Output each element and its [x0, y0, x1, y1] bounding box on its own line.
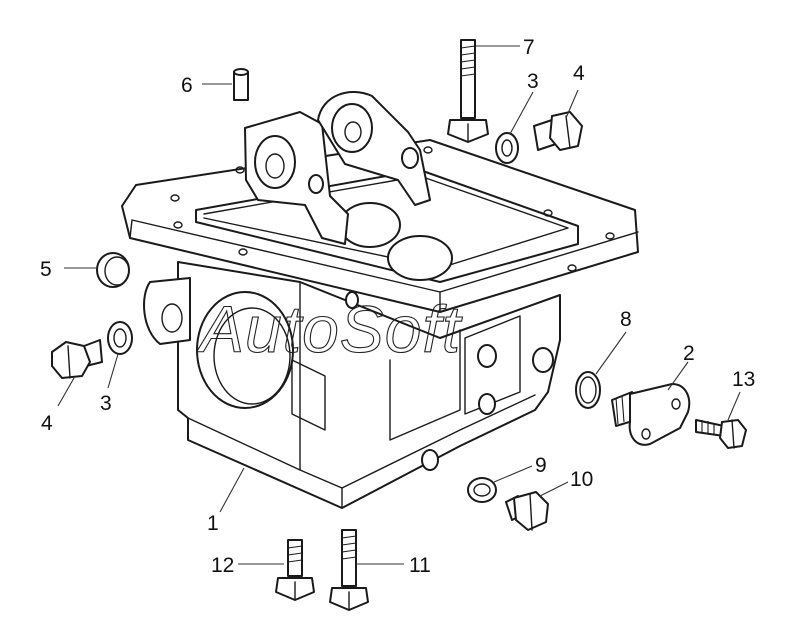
- callout-7: 7: [523, 36, 535, 59]
- drain-plug-upper: [533, 111, 583, 151]
- callouts: 6 7 3 4 5 4 3 8 2 13 1 9 10 12 11: [40, 36, 755, 577]
- cap-plug: [96, 252, 130, 288]
- callout-12: 12: [211, 554, 234, 577]
- callout-9: 9: [535, 454, 547, 477]
- callout-6: 6: [181, 74, 193, 97]
- bolt-11: [329, 529, 369, 611]
- callout-5: 5: [40, 258, 52, 281]
- flange-cover: [611, 383, 691, 446]
- long-bolt-7: [447, 39, 489, 143]
- callout-4-upper: 4: [573, 62, 585, 85]
- callout-3-left: 3: [100, 392, 112, 415]
- watermark-text: AutoSoft: [196, 292, 463, 366]
- dowel-pin: [233, 68, 249, 101]
- callout-10: 10: [570, 468, 593, 491]
- o-ring: [575, 371, 601, 409]
- small-bolt-13: [695, 419, 747, 449]
- callout-1: 1: [207, 512, 219, 535]
- gearbox-housing: [121, 91, 639, 509]
- sealing-washer-left: [107, 321, 133, 355]
- sealing-washer-lower: [467, 477, 497, 503]
- main-bore: [196, 291, 294, 409]
- callout-3-upper: 3: [527, 70, 539, 93]
- leader-lines: [57, 45, 741, 565]
- callout-11: 11: [409, 554, 431, 577]
- callout-13: 13: [732, 368, 755, 391]
- drain-plug-left: [51, 339, 103, 379]
- callout-8: 8: [620, 308, 632, 331]
- sealing-washer-upper: [495, 132, 519, 164]
- callout-4-left: 4: [41, 412, 53, 435]
- short-bolt-12: [275, 539, 315, 601]
- drain-plug-lower: [505, 491, 549, 531]
- callout-2: 2: [683, 342, 695, 365]
